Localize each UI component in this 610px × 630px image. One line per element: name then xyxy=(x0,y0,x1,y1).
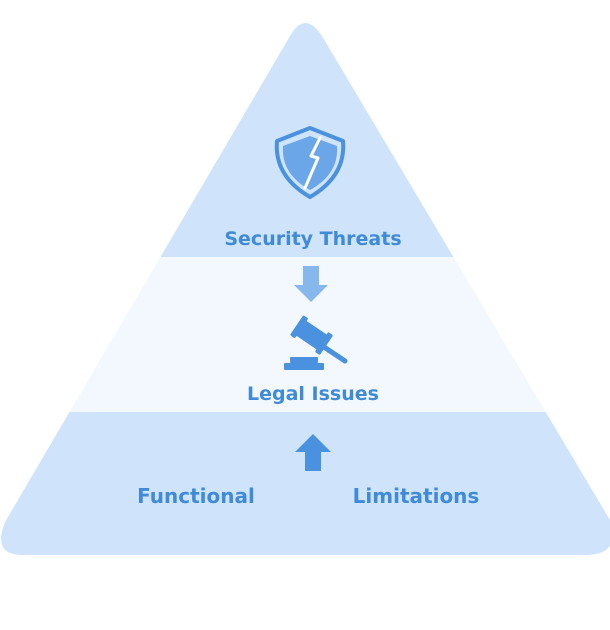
tier-bottom xyxy=(1,412,610,555)
tier-label-functional: Functional xyxy=(137,484,255,508)
arrow-up-icon xyxy=(295,434,331,471)
tier-label-legal-issues: Legal Issues xyxy=(247,383,379,405)
shield-icon xyxy=(274,126,346,199)
tier-label-security-threats: Security Threats xyxy=(224,228,401,250)
gavel-icon xyxy=(284,315,348,370)
tier-label-limitations: Limitations xyxy=(353,484,480,508)
arrow-down-icon xyxy=(294,266,328,302)
